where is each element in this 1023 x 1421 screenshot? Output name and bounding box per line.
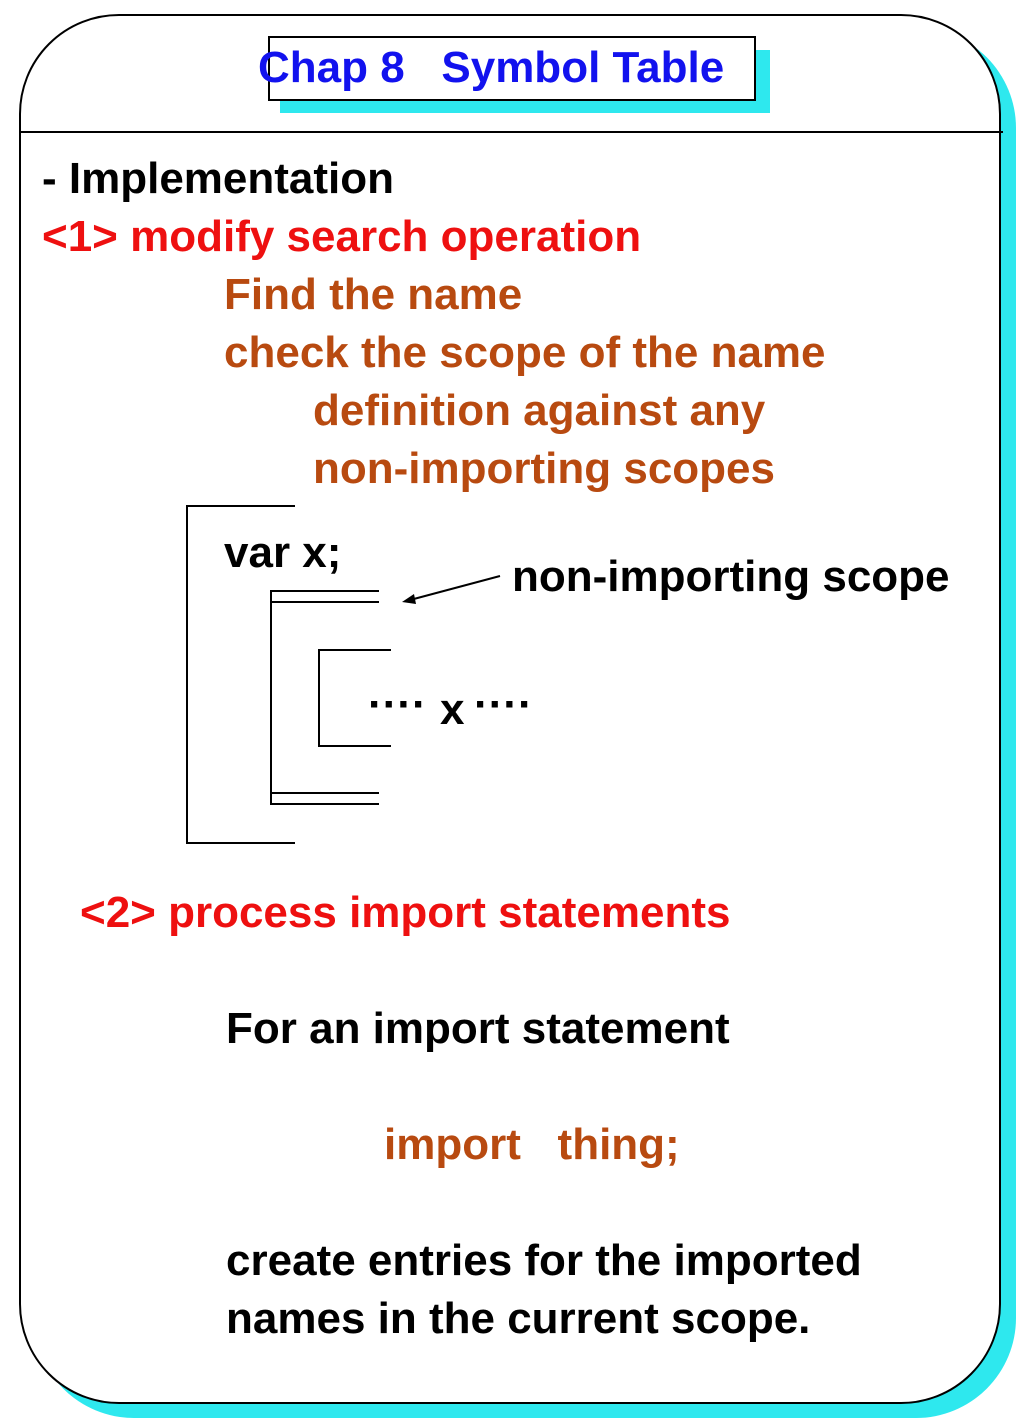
- inner-scope-left: [318, 649, 320, 747]
- middle-scope-top-2: [270, 601, 379, 603]
- item1-line-definition: definition against any: [313, 386, 766, 435]
- middle-scope-top-1: [270, 590, 379, 592]
- item2-label: <2> process import statements: [80, 888, 731, 937]
- annotation-label: non-importing scope: [512, 552, 950, 601]
- inner-scope-top: [318, 649, 391, 651]
- item2-desc-line2: names in the current scope.: [226, 1294, 811, 1343]
- page-title: Chap 8 Symbol Table: [258, 43, 725, 92]
- usage-variable: x: [440, 685, 465, 734]
- outer-scope-bottom: [186, 842, 295, 844]
- declaration-text: var x;: [224, 528, 342, 577]
- item1-line-nonimporting: non-importing scopes: [313, 444, 775, 493]
- usage-dots-left: ····: [368, 680, 427, 729]
- outer-scope-left: [186, 505, 188, 844]
- usage-dots-right: ····: [474, 680, 533, 729]
- inner-scope-bottom: [318, 745, 391, 747]
- section-heading: - Implementation: [42, 154, 395, 203]
- middle-scope-bottom-1: [270, 792, 379, 794]
- item1-line-find: Find the name: [224, 270, 523, 319]
- item2-intro: For an import statement: [226, 1004, 730, 1053]
- item1-line-check: check the scope of the name: [224, 328, 826, 377]
- middle-scope-left: [270, 590, 272, 805]
- item2-desc-line1: create entries for the imported: [226, 1236, 862, 1285]
- slide-frame: [19, 14, 1001, 1404]
- arrow-icon: [402, 575, 501, 604]
- title-box: [268, 36, 756, 101]
- import-code: import thing;: [384, 1120, 680, 1169]
- header-divider: [19, 131, 1003, 133]
- outer-scope-top: [186, 505, 295, 507]
- middle-scope-bottom-2: [270, 803, 379, 805]
- item1-label: <1> modify search operation: [42, 212, 642, 261]
